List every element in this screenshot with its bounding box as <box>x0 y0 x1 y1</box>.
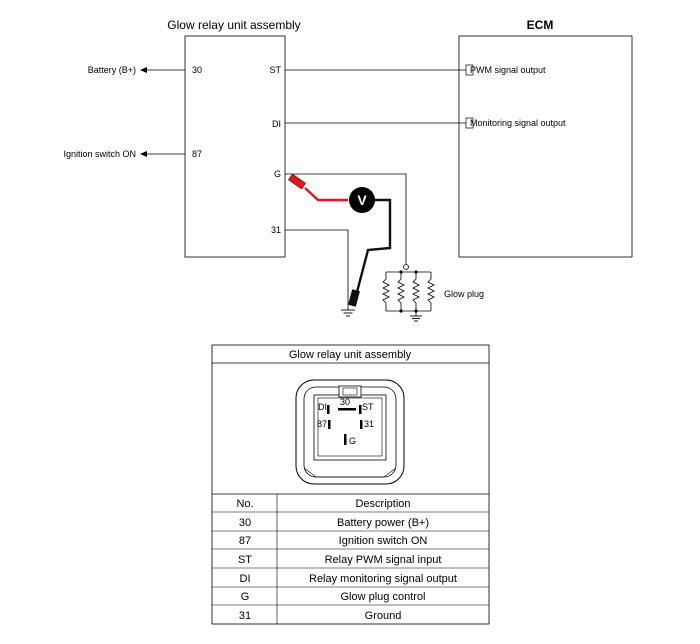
table-header-description: Description <box>355 498 410 510</box>
table-row-no: 30 <box>239 517 251 529</box>
relay-unit-box <box>184 35 286 258</box>
ignition-label: Ignition switch ON <box>63 149 136 159</box>
ecm-pwm-label: PWM signal output <box>470 65 546 75</box>
red-test-probe-icon <box>288 173 348 202</box>
connector-pin-st: ST <box>362 402 374 412</box>
table-row-no: 31 <box>239 610 251 622</box>
table-header-no: No. <box>236 498 253 510</box>
ecm-title: ECM <box>527 18 554 32</box>
ignition-arrow-icon <box>140 151 147 157</box>
battery-arrow-icon <box>140 67 147 73</box>
connector-pin-g: G <box>349 436 356 446</box>
glow-plug-label: Glow plug <box>444 289 484 299</box>
ecm-box <box>458 35 633 258</box>
table-row-no: 87 <box>239 535 251 547</box>
g-wire <box>285 173 407 264</box>
table-row-no: G <box>241 591 250 603</box>
connector-pin-31: 31 <box>364 419 374 429</box>
table-row-description: Glow plug control <box>341 591 426 603</box>
table-row-no: ST <box>238 554 252 566</box>
table-row-description: Ground <box>365 610 402 622</box>
table-row-description: Relay PWM signal input <box>325 554 442 566</box>
table-row-no: DI <box>240 573 251 585</box>
connector-face-icon <box>295 379 405 485</box>
battery-label: Battery (B+) <box>88 65 136 75</box>
table-title: Glow relay unit assembly <box>289 349 412 361</box>
glow-plug-icon <box>382 264 435 322</box>
table-row-description: Ignition switch ON <box>339 535 428 547</box>
connector-pin-di: DI <box>318 402 327 412</box>
connector-pin-30: 30 <box>340 397 350 407</box>
relay-unit-title: Glow relay unit assembly <box>167 18 300 32</box>
ground-31-icon <box>341 309 355 317</box>
pin-g-label: G <box>274 169 281 179</box>
table-row-description: Battery power (B+) <box>337 517 429 529</box>
voltmeter-symbol: V <box>357 192 367 208</box>
pin-87-label: 87 <box>192 149 202 159</box>
pin-di-label: DI <box>272 119 281 129</box>
ecm-monitor-label: Monitoring signal output <box>470 118 566 128</box>
connector-pin-87: 87 <box>317 419 327 429</box>
table-row-description: Relay monitoring signal output <box>309 573 457 585</box>
black-test-probe-icon <box>348 198 392 307</box>
voltmeter-icon <box>349 187 375 213</box>
ground-31-wire <box>285 229 349 310</box>
pin-31-label: 31 <box>271 225 281 235</box>
pin-st-label: ST <box>269 65 281 75</box>
connector-table <box>211 344 490 625</box>
pin-30-label: 30 <box>192 65 202 75</box>
